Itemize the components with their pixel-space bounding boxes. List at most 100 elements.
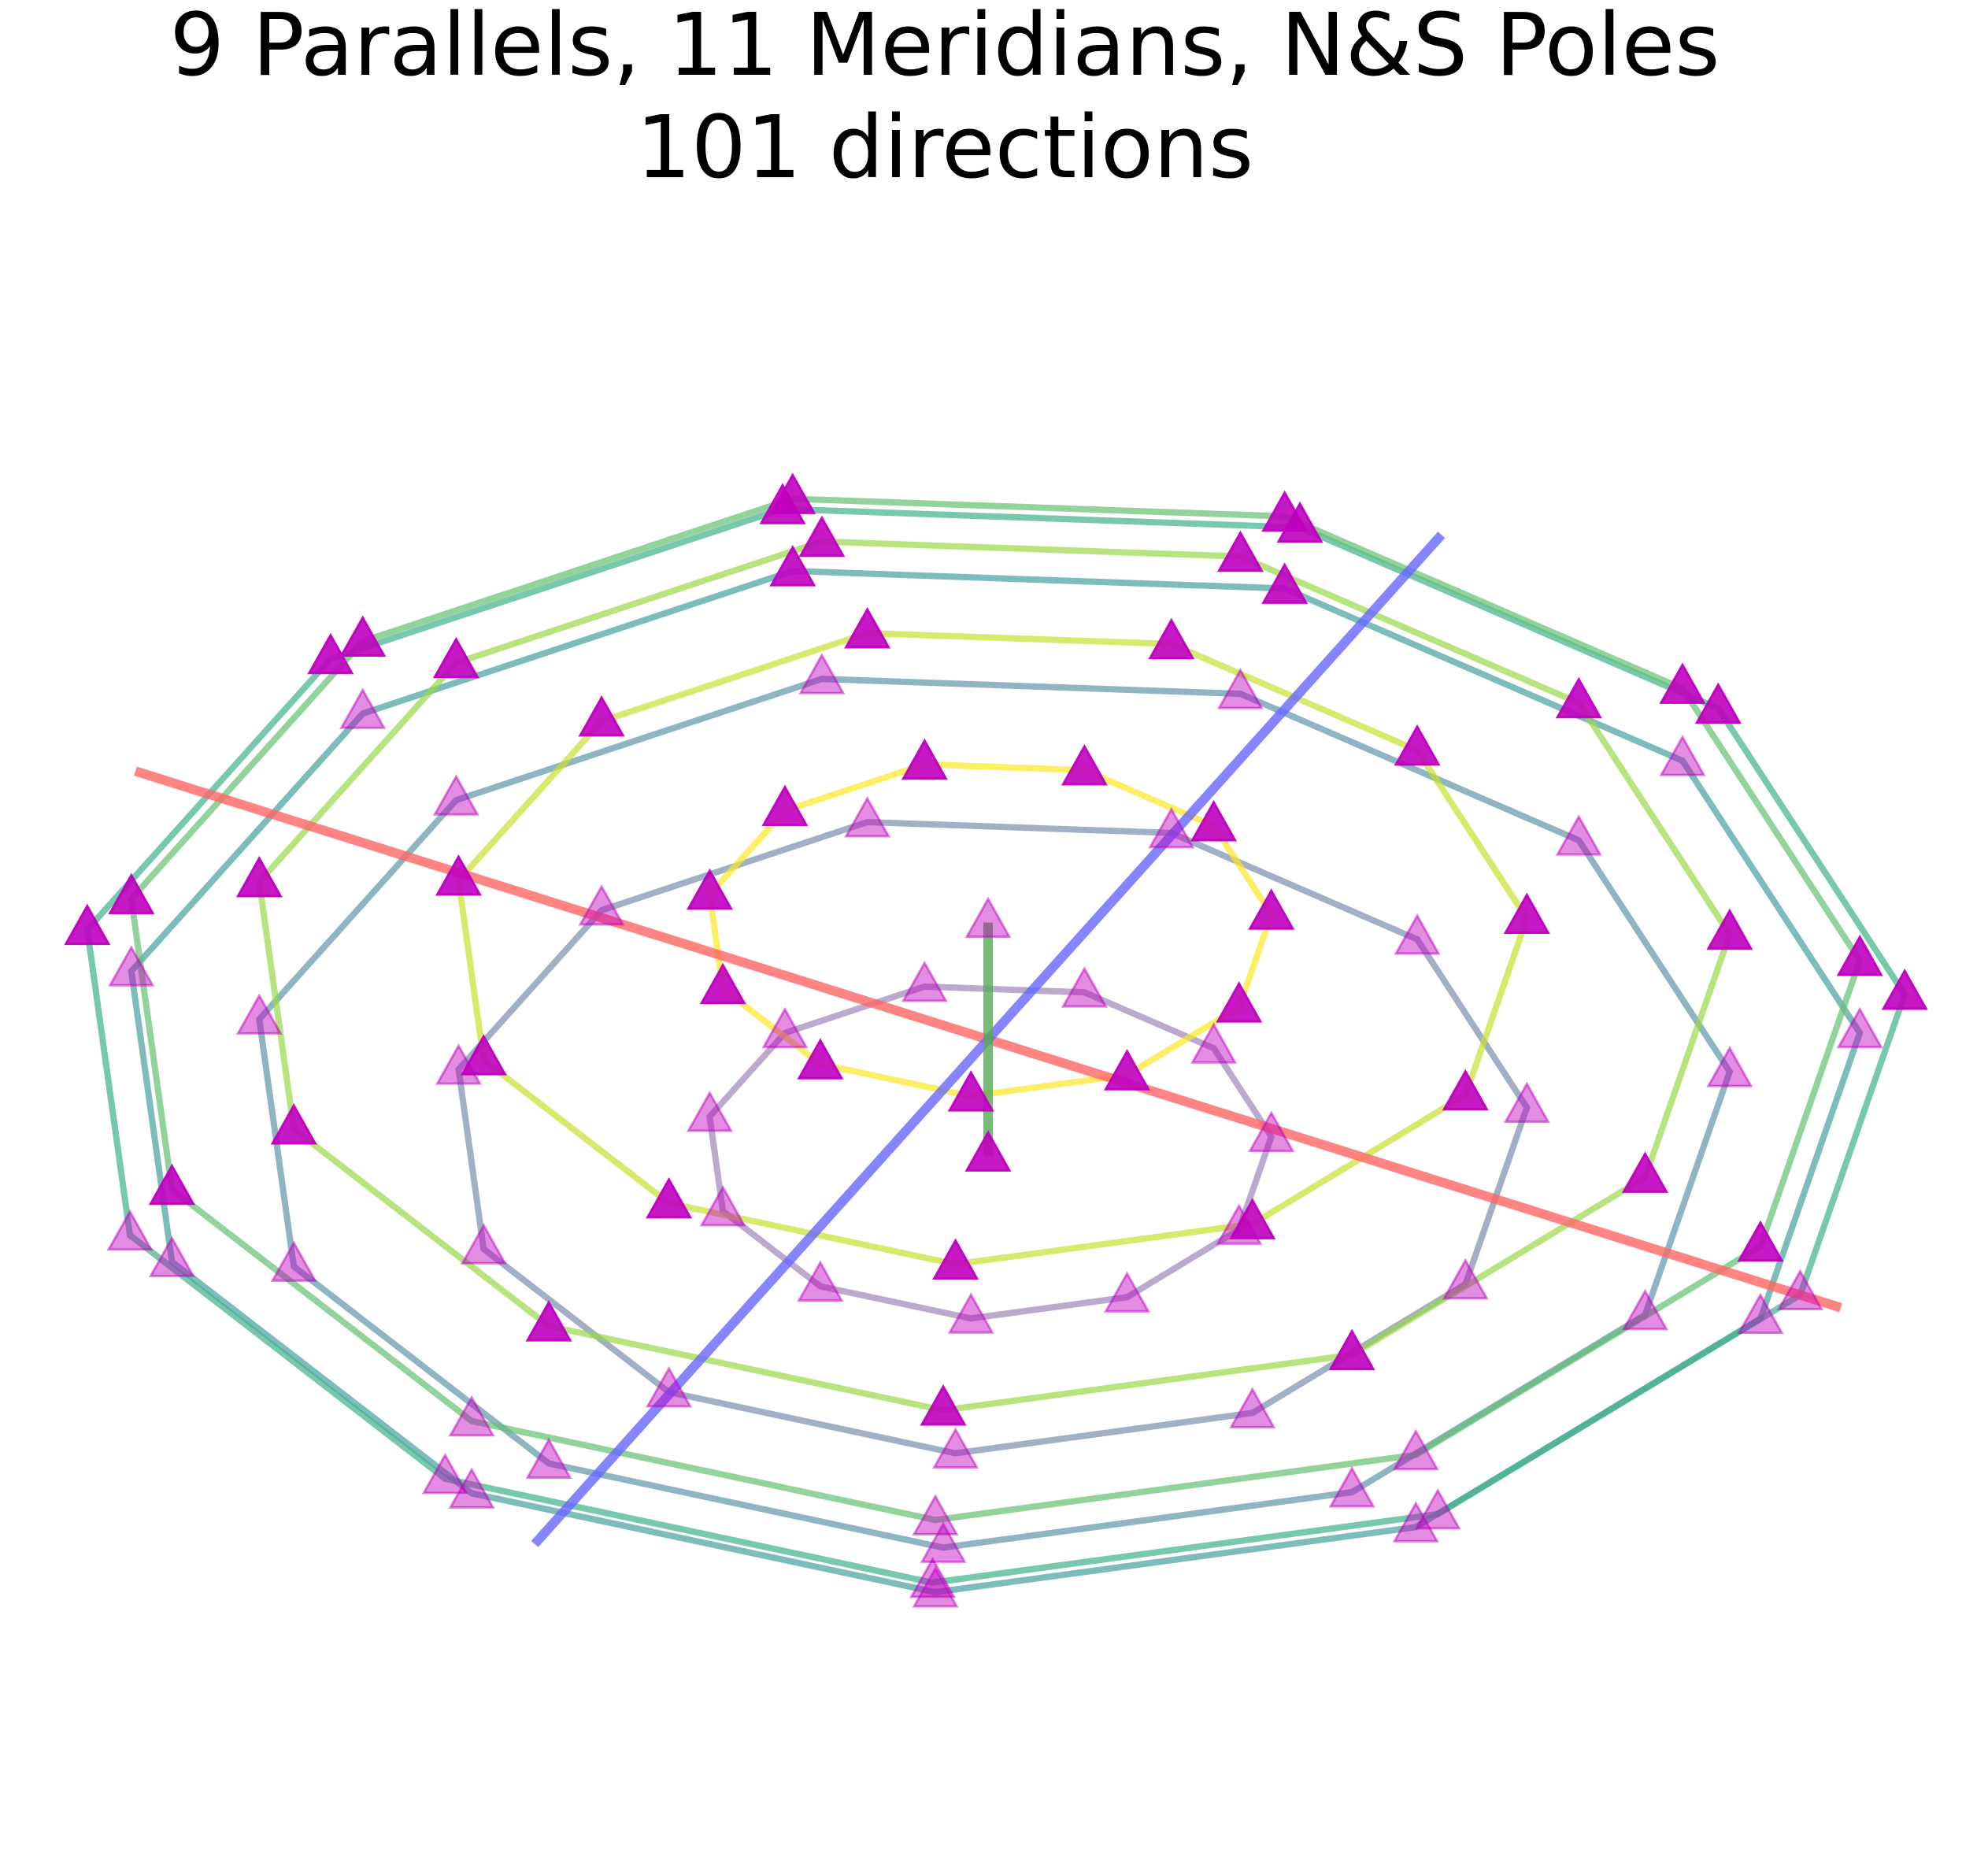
direction-marker-p5-m3 bbox=[1694, 682, 1742, 724]
direction-marker-p2-m11 bbox=[1229, 1387, 1276, 1428]
parallel-ring-2 bbox=[455, 818, 1531, 1457]
parallel-ring-4 bbox=[128, 568, 1864, 1596]
parallel-ring-6 bbox=[128, 495, 1864, 1524]
direction-marker-p3-m3 bbox=[1555, 814, 1602, 856]
direction-marker-p6-m6 bbox=[339, 615, 387, 658]
direction-marker-p1-m2 bbox=[1248, 1110, 1295, 1152]
direction-marker-p5-m7 bbox=[64, 903, 111, 946]
direction-marker-p3-m6 bbox=[432, 774, 479, 816]
direction-marker-p9-m9 bbox=[797, 1038, 844, 1080]
direction-marker-p6-m3 bbox=[1659, 662, 1706, 704]
direction-marker-p8-m5 bbox=[844, 606, 891, 649]
direction-marker-p7-m8 bbox=[270, 1102, 317, 1145]
direction-marker-p1-m9 bbox=[797, 1260, 844, 1302]
south-pole-marker bbox=[964, 896, 1012, 939]
direction-marker-p9-m2 bbox=[1248, 888, 1295, 930]
direction-marker-p9-m3 bbox=[1190, 799, 1238, 842]
direction-marker-p8-m8 bbox=[460, 1034, 507, 1076]
direction-marker-p2-m6 bbox=[578, 883, 625, 926]
direction-marker-p8-m9 bbox=[646, 1176, 693, 1219]
direction-marker-p7-m4 bbox=[1216, 530, 1264, 572]
direction-marker-p4-m3 bbox=[1659, 735, 1706, 776]
direction-marker-p4-m7 bbox=[108, 945, 155, 987]
direction-marker-p3-m10 bbox=[920, 1521, 967, 1563]
direction-marker-p9-m10 bbox=[947, 1070, 994, 1112]
direction-marker-p6-m10 bbox=[912, 1494, 959, 1535]
direction-marker-p6-m1 bbox=[1737, 1220, 1784, 1262]
direction-marker-p2-m8 bbox=[460, 1223, 507, 1265]
direction-marker-p7-m2 bbox=[1706, 908, 1753, 950]
direction-marker-p7-m10 bbox=[920, 1384, 967, 1426]
direction-marker-p7-m9 bbox=[525, 1300, 572, 1342]
direction-marker-p8-m7 bbox=[435, 854, 483, 896]
direction-marker-p3-m1 bbox=[1621, 1288, 1669, 1331]
direction-marker-p4-m1 bbox=[1737, 1292, 1784, 1334]
direction-marker-p9-m7 bbox=[686, 868, 733, 910]
direction-marker-p5-m10 bbox=[909, 1556, 957, 1598]
direction-marker-p3-m5 bbox=[798, 653, 846, 695]
figure-title: 9 Parallels, 11 Meridians, N&S Poles 101… bbox=[169, 0, 1720, 198]
direction-marker-p4-m9 bbox=[448, 1467, 495, 1509]
direction-marker-p5-m11 bbox=[1414, 1487, 1461, 1530]
direction-marker-p3-m2 bbox=[1706, 1046, 1753, 1087]
direction-marker-p6-m5 bbox=[769, 472, 816, 514]
direction-marker-p3-m7 bbox=[235, 993, 283, 1035]
direction-marker-p1-m4 bbox=[1061, 966, 1108, 1008]
direction-marker-p2-m10 bbox=[932, 1427, 979, 1469]
direction-marker-p7-m5 bbox=[798, 515, 846, 558]
direction-marker-p3-m9 bbox=[525, 1437, 572, 1480]
direction-marker-p1-m8 bbox=[699, 1184, 746, 1227]
north-pole-marker bbox=[964, 1130, 1012, 1172]
direction-marker-p2-m5 bbox=[844, 795, 891, 838]
parallel-ring-8 bbox=[455, 629, 1531, 1268]
direction-marker-p8-m6 bbox=[578, 695, 625, 737]
direction-marker-p6-m7 bbox=[108, 872, 155, 915]
direction-marker-p8-m4 bbox=[1148, 617, 1195, 660]
direction-marker-p6-m9 bbox=[448, 1395, 495, 1437]
direction-marker-p4-m2 bbox=[1836, 1006, 1883, 1049]
direction-marker-p1-m6 bbox=[761, 1006, 809, 1049]
direction-marker-p9-m4 bbox=[1061, 743, 1108, 786]
direction-marker-p3-m11 bbox=[1328, 1465, 1375, 1508]
direction-marker-p7-m1 bbox=[1621, 1151, 1669, 1193]
parallel-ring-3 bbox=[256, 676, 1734, 1551]
direction-marker-p2-m2 bbox=[1503, 1081, 1550, 1124]
direction-marker-p9-m8 bbox=[699, 962, 746, 1005]
direction-marker-p1-m10 bbox=[947, 1292, 994, 1334]
direction-marker-p9-m6 bbox=[761, 784, 809, 827]
direction-marker-p8-m10 bbox=[932, 1238, 979, 1280]
direction-marker-p6-m8 bbox=[148, 1163, 195, 1206]
direction-marker-p1-m5 bbox=[901, 960, 948, 1002]
direction-marker-p1-m3 bbox=[1190, 1022, 1238, 1064]
direction-marker-p2-m1 bbox=[1442, 1258, 1489, 1300]
direction-marker-p7-m3 bbox=[1555, 676, 1602, 719]
parallel-ring-7 bbox=[256, 538, 1734, 1414]
direction-marker-p8-m11 bbox=[1229, 1198, 1276, 1239]
direction-marker-p6-m11 bbox=[1392, 1428, 1439, 1471]
direction-marker-p8-m3 bbox=[1394, 724, 1441, 766]
direction-marker-p5-m8 bbox=[106, 1209, 154, 1251]
direction-marker-p3-m8 bbox=[270, 1240, 317, 1282]
coordinate-axes bbox=[134, 532, 1842, 1547]
direction-marker-p2-m3 bbox=[1394, 913, 1441, 955]
direction-marker-p2-m9 bbox=[646, 1365, 693, 1408]
direction-marker-p6-m2 bbox=[1836, 934, 1883, 976]
direction-marker-p8-m2 bbox=[1503, 892, 1550, 934]
title-line-1: 9 Parallels, 11 Meridians, N&S Poles bbox=[169, 0, 1720, 95]
direction-marker-p2-m4 bbox=[1148, 806, 1195, 849]
direction-marker-p3-m4 bbox=[1216, 668, 1264, 709]
direction-marker-p9-m1 bbox=[1216, 981, 1263, 1023]
direction-markers bbox=[64, 472, 1928, 1608]
direction-marker-p9-m5 bbox=[901, 738, 948, 780]
direction-marker-p8-m1 bbox=[1442, 1069, 1489, 1111]
direction-marker-p7-m6 bbox=[432, 636, 479, 679]
direction-marker-p5-m2 bbox=[1881, 968, 1928, 1010]
direction-marker-p1-m11 bbox=[1103, 1271, 1151, 1313]
direction-marker-p4-m11 bbox=[1392, 1501, 1439, 1543]
direction-marker-p7-m11 bbox=[1328, 1328, 1375, 1371]
direction-marker-p4-m5 bbox=[769, 545, 816, 587]
direction-marker-p1-m7 bbox=[686, 1090, 733, 1132]
direction-marker-p5-m1 bbox=[1776, 1269, 1824, 1310]
direction-marker-p7-m7 bbox=[235, 855, 283, 898]
